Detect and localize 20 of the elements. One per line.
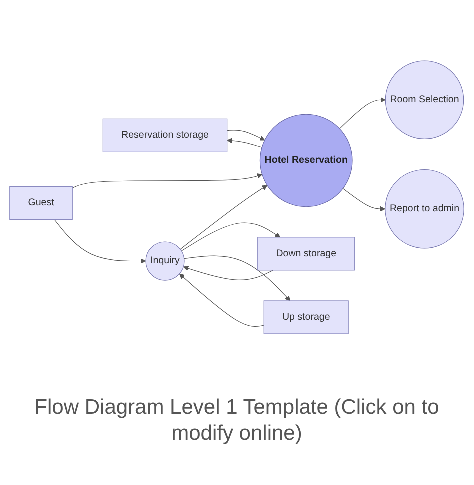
node-circle: Inquiry — [146, 242, 185, 281]
arrow — [184, 256, 291, 302]
node-box: Reservation storage — [102, 118, 228, 152]
node-box: Down storage — [258, 237, 356, 271]
node-circle: Room Selection — [385, 60, 464, 140]
node-box: Up storage — [264, 300, 349, 334]
arrow — [180, 185, 268, 250]
arrow — [72, 174, 263, 189]
arrow — [227, 130, 266, 141]
node-circle: Hotel Reservation — [260, 114, 353, 208]
caption: Flow Diagram Level 1 Template (Click on to modify online) — [34, 395, 440, 447]
node-box: Guest — [10, 186, 73, 220]
arrow — [54, 219, 146, 264]
arrow — [342, 188, 386, 212]
arrow — [181, 222, 281, 252]
arrow — [179, 274, 264, 328]
arrow — [340, 97, 386, 130]
arrow — [183, 266, 274, 280]
node-circle: Report to admin — [385, 169, 464, 249]
arrow — [227, 138, 262, 148]
